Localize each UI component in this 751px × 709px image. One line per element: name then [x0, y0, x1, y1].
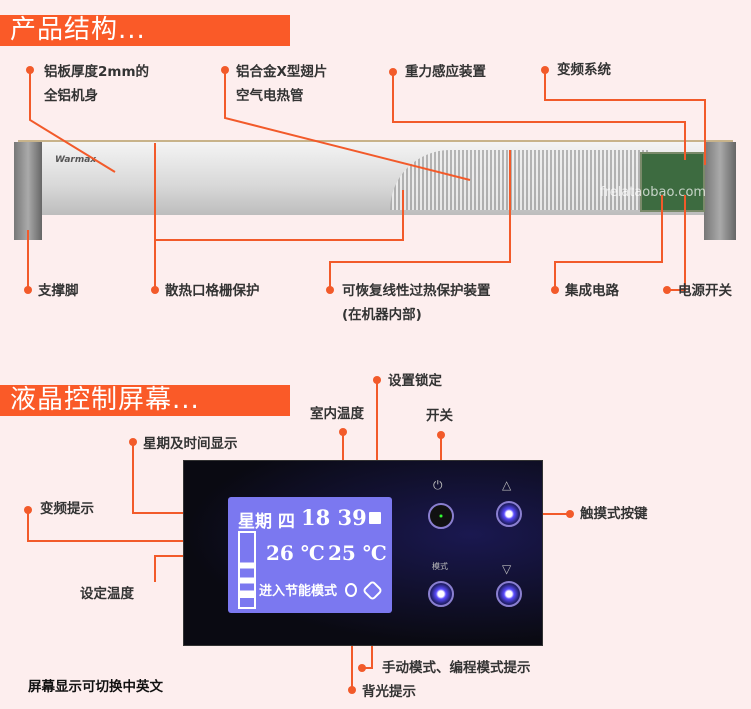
heating-fins [390, 150, 650, 210]
up-arrow-icon: △ [502, 478, 512, 492]
lcd-room-temp: 25 ℃ [328, 541, 387, 565]
circuit-board [640, 152, 705, 212]
label-room-temp: 室内温度 [310, 406, 364, 422]
right-end-cap [704, 142, 736, 240]
watermark: frelataobao.com [600, 185, 707, 200]
label-power-switch: 电源开关 [678, 283, 732, 299]
backlight-icon [345, 583, 357, 597]
label-gravity-sensor: 重力感应装置 [405, 64, 486, 80]
lcd-screen: 星期 四 18 39 26 ℃ 25 ℃ 进入节能模式 [228, 497, 392, 613]
lcd-set-temp: 26 ℃ [266, 541, 325, 565]
footnote: 屏幕显示可切换中英文 [28, 679, 163, 695]
section-header-structure: 产品结构... [0, 15, 290, 46]
label-grille: 散热口格栅保护 [165, 283, 260, 299]
label-aluminum-plate: 铝板厚度2mm的全铝机身 [44, 64, 150, 104]
lcd-mode-text: 进入节能模式 [259, 584, 338, 599]
label-power: 开关 [426, 408, 453, 424]
down-button[interactable] [496, 581, 522, 607]
label-circuit: 集成电路 [565, 283, 619, 299]
power-icon: ⏻ [433, 478, 443, 492]
product-logo: Warmax [55, 155, 97, 165]
mode-button-label: 模式 [432, 562, 448, 571]
inverter-bar-icon [238, 531, 256, 609]
down-arrow-icon: ▽ [502, 562, 512, 576]
left-end-cap [14, 142, 42, 240]
label-support-feet: 支撑脚 [38, 283, 79, 299]
mode-icon [361, 579, 384, 602]
label-inverter: 变频系统 [557, 62, 611, 78]
label-inverter-hint: 变频提示 [40, 501, 94, 517]
label-weekday-time: 星期及时间显示 [143, 436, 238, 452]
label-lock: 设置锁定 [388, 373, 442, 389]
mode-button[interactable] [428, 581, 454, 607]
power-button[interactable] [428, 503, 454, 529]
section-header-lcd: 液晶控制屏幕... [0, 385, 290, 416]
label-touch-keys: 触摸式按键 [580, 506, 648, 522]
label-overheat: 可恢复线性过热保护装置(在机器内部) [342, 283, 491, 323]
label-set-temp: 设定温度 [80, 586, 134, 602]
label-fin-tube: 铝合金X型翅片空气电热管 [236, 64, 328, 104]
up-button[interactable] [496, 501, 522, 527]
label-mode-hint: 手动模式、编程模式提示 [382, 660, 531, 676]
label-backlight: 背光提示 [362, 684, 416, 700]
lcd-time: 18 39 [301, 505, 367, 530]
lcd-weekday: 星期 四 [238, 512, 295, 532]
lock-icon [369, 512, 381, 524]
